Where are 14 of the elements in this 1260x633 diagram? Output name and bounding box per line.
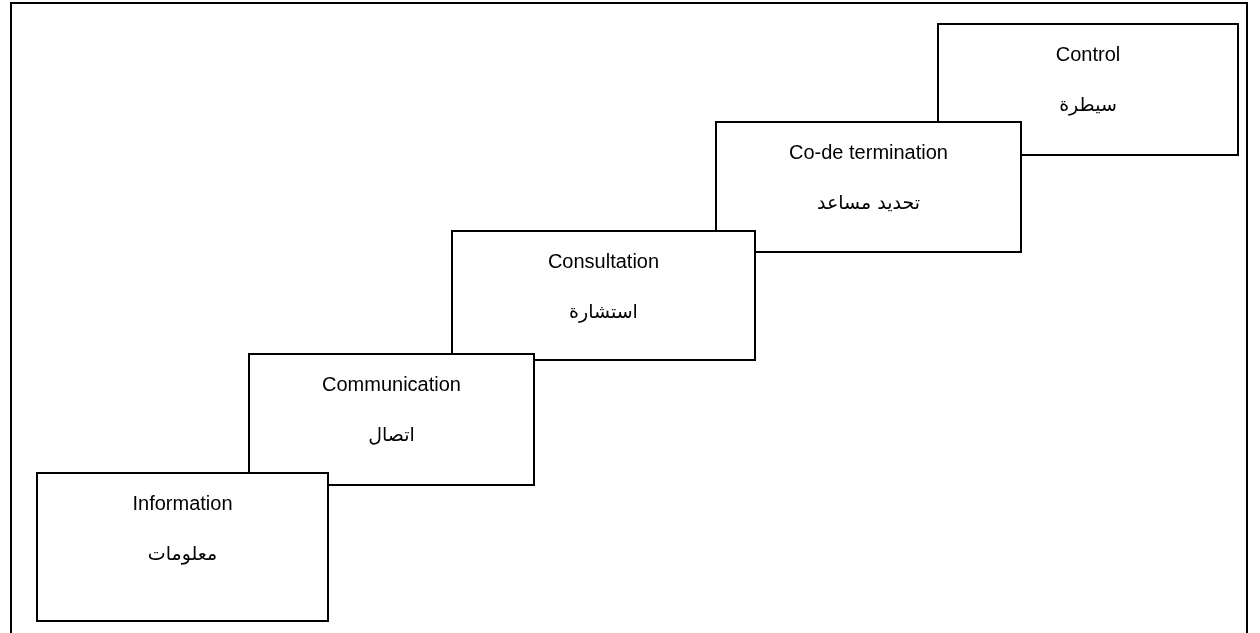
- step-heading: Communication: [322, 373, 461, 396]
- step-box: [248, 353, 535, 486]
- step-box: [715, 121, 1022, 253]
- step-heading: Consultation: [547, 250, 660, 273]
- step-box: [36, 472, 329, 622]
- step-subtitle: معلومات: [147, 542, 218, 564]
- step-subtitle: اتصال: [368, 423, 415, 445]
- step-subtitle: تحديد مساعد: [816, 191, 921, 213]
- step-heading: Information: [132, 492, 233, 515]
- step-subtitle: سيطرة: [1059, 93, 1117, 115]
- step-subtitle: استشارة: [569, 300, 638, 322]
- step-heading: Co-de termination: [789, 141, 948, 164]
- step-heading: Control: [1055, 43, 1121, 66]
- step-box: [451, 230, 756, 361]
